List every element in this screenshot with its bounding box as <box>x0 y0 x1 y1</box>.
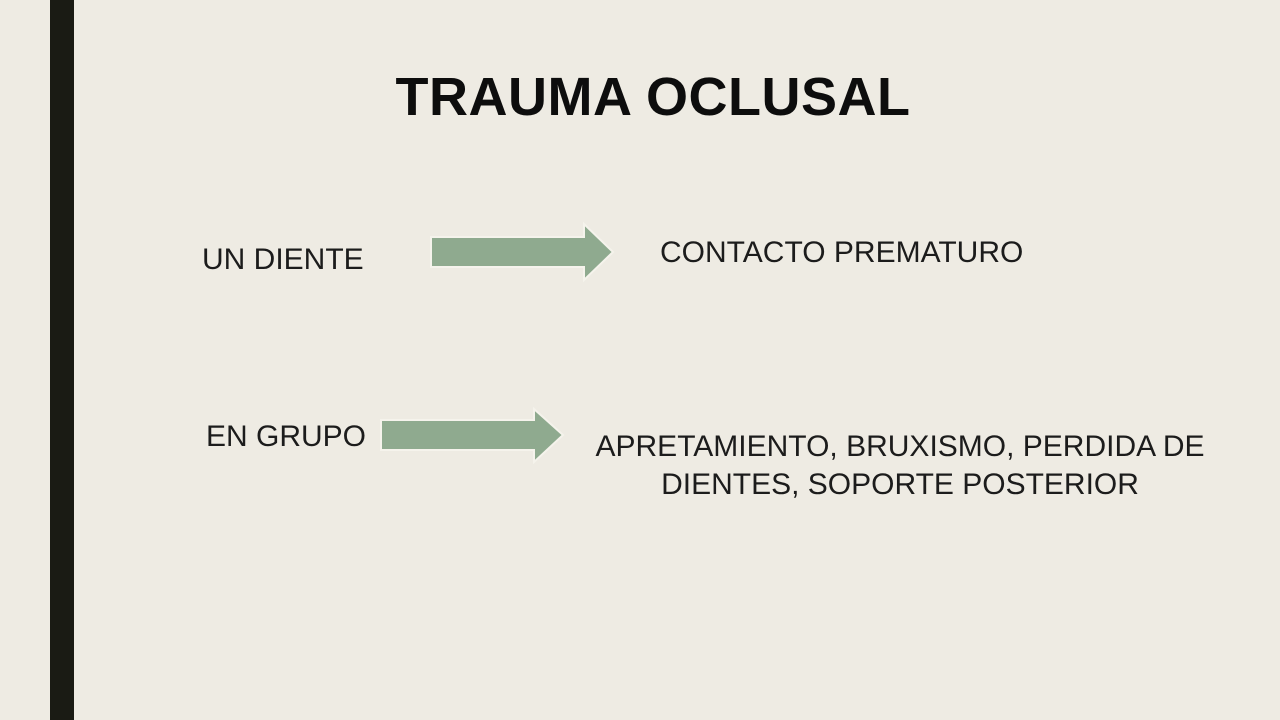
row2-label: EN GRUPO <box>206 420 367 453</box>
row1-result: CONTACTO PREMATURO <box>660 236 1024 269</box>
side-accent-bar <box>50 0 74 720</box>
right-arrow-icon <box>380 406 565 465</box>
row2-result: APRETAMIENTO, BRUXISMO, PERDIDA DE DIENT… <box>595 430 1205 501</box>
row1-label: UN DIENTE <box>202 243 364 276</box>
right-arrow-icon <box>430 221 615 283</box>
slide-title: TRAUMA OCLUSAL <box>395 67 911 127</box>
